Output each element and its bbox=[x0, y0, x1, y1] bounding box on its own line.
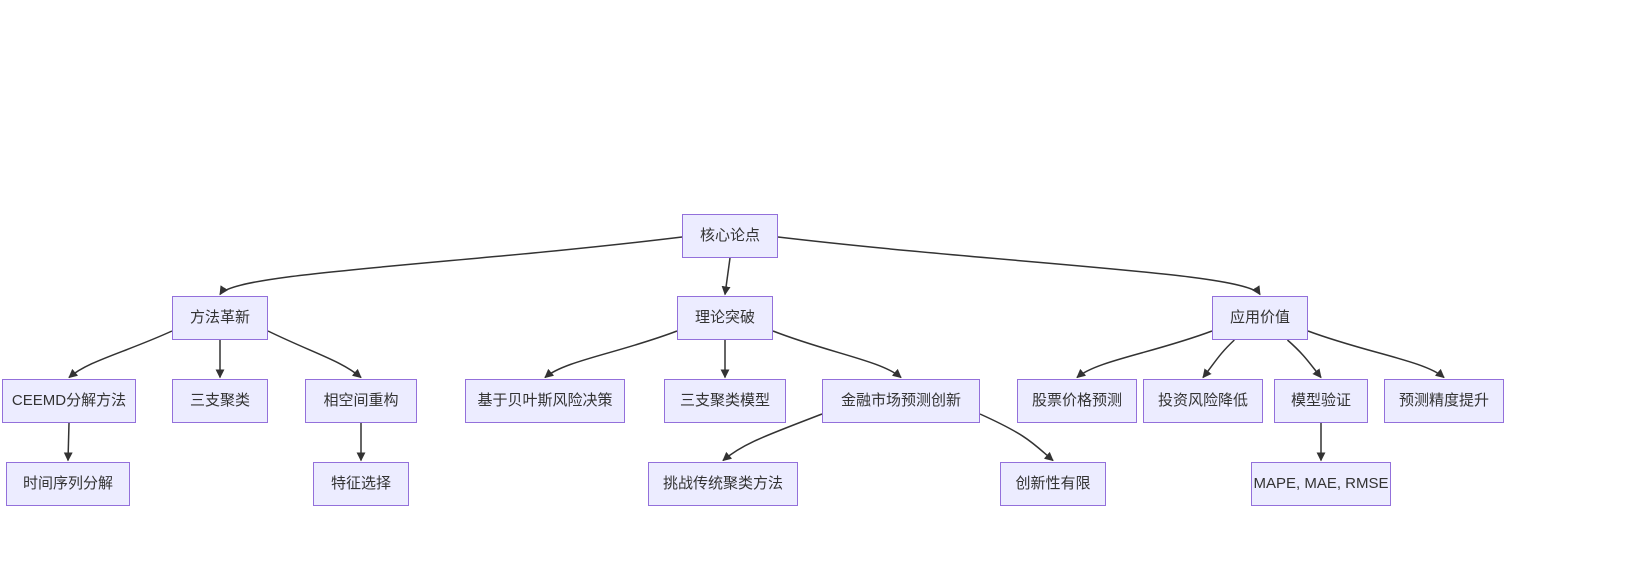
node-label: 三支聚类 bbox=[189, 392, 250, 409]
node-forecast-accuracy-improvement: 预测精度提升 bbox=[1384, 379, 1504, 423]
node-bayesian-risk-decision: 基于贝叶斯风险决策 bbox=[465, 379, 625, 423]
edge-core-thesis-to-application-value bbox=[777, 236, 1261, 296]
node-investment-risk-reduction: 投资风险降低 bbox=[1143, 379, 1263, 423]
node-label: 创新性有限 bbox=[1015, 475, 1091, 492]
node-label: 基于贝叶斯风险决策 bbox=[477, 392, 613, 409]
node-model-validation: 模型验证 bbox=[1274, 379, 1368, 423]
edge-financial-market-forecast-innovation-to-challenge-traditional-clustering bbox=[722, 413, 823, 462]
node-label: 核心论点 bbox=[699, 227, 760, 244]
node-stock-price-prediction: 股票价格预测 bbox=[1017, 379, 1137, 423]
node-label: 金融市场预测创新 bbox=[840, 392, 961, 409]
edge-theory-breakthrough-to-bayesian-risk-decision bbox=[544, 330, 678, 379]
edge-method-innovation-to-phase-space-reconstruction bbox=[267, 330, 362, 379]
node-label: MAPE, MAE, RMSE bbox=[1253, 475, 1389, 492]
edge-application-value-to-forecast-accuracy-improvement bbox=[1307, 330, 1445, 379]
edge-application-value-to-model-validation bbox=[1286, 339, 1322, 379]
edge-method-innovation-to-ceemd-decomposition bbox=[68, 330, 173, 379]
node-method-innovation: 方法革新 bbox=[172, 296, 268, 340]
node-three-way-clustering: 三支聚类 bbox=[172, 379, 268, 423]
edge-application-value-to-investment-risk-reduction bbox=[1202, 339, 1235, 379]
node-label: 方法革新 bbox=[189, 309, 250, 326]
node-label: 预测精度提升 bbox=[1398, 392, 1489, 409]
node-label: 投资风险降低 bbox=[1157, 392, 1248, 409]
node-label: 股票价格预测 bbox=[1031, 392, 1122, 409]
edge-core-thesis-to-method-innovation bbox=[219, 236, 683, 296]
node-three-way-clustering-model: 三支聚类模型 bbox=[664, 379, 786, 423]
node-application-value: 应用价值 bbox=[1212, 296, 1308, 340]
node-theory-breakthrough: 理论突破 bbox=[677, 296, 773, 340]
node-challenge-traditional-clustering: 挑战传统聚类方法 bbox=[648, 462, 798, 506]
edge-theory-breakthrough-to-financial-market-forecast-innovation bbox=[772, 330, 902, 379]
node-time-series-decomposition: 时间序列分解 bbox=[6, 462, 130, 506]
node-label: 挑战传统聚类方法 bbox=[662, 475, 783, 492]
node-core-thesis: 核心论点 bbox=[682, 214, 778, 258]
node-label: CEEMD分解方法 bbox=[11, 392, 127, 409]
node-label: 时间序列分解 bbox=[22, 475, 113, 492]
node-mape-mae-rmse: MAPE, MAE, RMSE bbox=[1251, 462, 1391, 506]
node-label: 应用价值 bbox=[1229, 309, 1290, 326]
node-limited-novelty: 创新性有限 bbox=[1000, 462, 1106, 506]
node-phase-space-reconstruction: 相空间重构 bbox=[305, 379, 417, 423]
node-feature-selection: 特征选择 bbox=[313, 462, 409, 506]
node-label: 特征选择 bbox=[330, 475, 391, 492]
edge-application-value-to-stock-price-prediction bbox=[1076, 330, 1213, 379]
edge-financial-market-forecast-innovation-to-limited-novelty bbox=[979, 413, 1054, 462]
edge-ceemd-decomposition-to-time-series-decomposition bbox=[63, 422, 73, 462]
edge-core-thesis-to-theory-breakthrough bbox=[721, 257, 731, 296]
node-label: 相空间重构 bbox=[323, 392, 399, 409]
node-label: 模型验证 bbox=[1290, 392, 1351, 409]
node-financial-market-forecast-innovation: 金融市场预测创新 bbox=[822, 379, 980, 423]
node-label: 三支聚类模型 bbox=[679, 392, 770, 409]
node-ceemd-decomposition: CEEMD分解方法 bbox=[2, 379, 136, 423]
node-label: 理论突破 bbox=[694, 309, 755, 326]
